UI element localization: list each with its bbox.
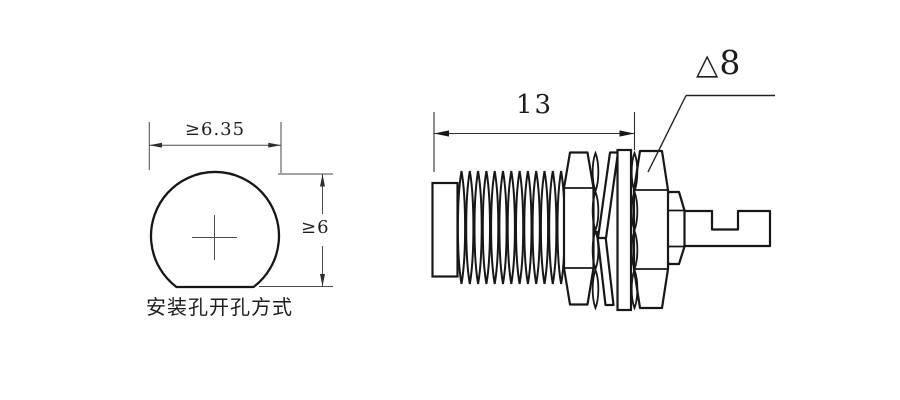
hex-nut-outline xyxy=(562,151,595,306)
triangle-icon: △ xyxy=(696,47,719,81)
mounting-hole-view xyxy=(148,122,333,289)
arrow-right-icon xyxy=(619,130,635,137)
dimension-arrows xyxy=(149,142,325,287)
arrow-down-icon xyxy=(320,274,325,287)
hex-body xyxy=(632,149,670,310)
arrow-left-icon xyxy=(149,142,162,148)
surface-finish-leader xyxy=(647,94,775,173)
flat-washer xyxy=(616,148,633,312)
lock-washer-lower xyxy=(595,230,615,307)
solder-terminal xyxy=(678,209,772,248)
connector-front-face xyxy=(431,181,459,278)
surface-finish-symbol: △ 8 xyxy=(696,43,740,82)
arrow-up-icon xyxy=(320,174,325,187)
lock-washer xyxy=(595,151,620,307)
height-dimension-label: ≥6 xyxy=(301,217,330,238)
length-dimension xyxy=(433,112,636,172)
width-dimension-label: ≥6.35 xyxy=(184,119,246,140)
hex-nut xyxy=(562,151,595,306)
arrow-left-icon xyxy=(434,130,449,137)
surface-finish-value: 8 xyxy=(719,43,741,82)
hex-body-outline xyxy=(632,149,670,310)
lock-washer-upper xyxy=(596,151,620,240)
connector-side-view xyxy=(431,94,775,312)
length-dimension-arrows xyxy=(434,130,635,137)
thread-section xyxy=(456,170,566,285)
arrow-right-icon xyxy=(268,142,281,148)
mounting-hole-caption: 安装孔开孔方式 xyxy=(146,295,293,319)
center-cross xyxy=(192,215,237,260)
leader-slant-line xyxy=(647,95,687,173)
length-dimension-label: 13 xyxy=(515,90,554,120)
